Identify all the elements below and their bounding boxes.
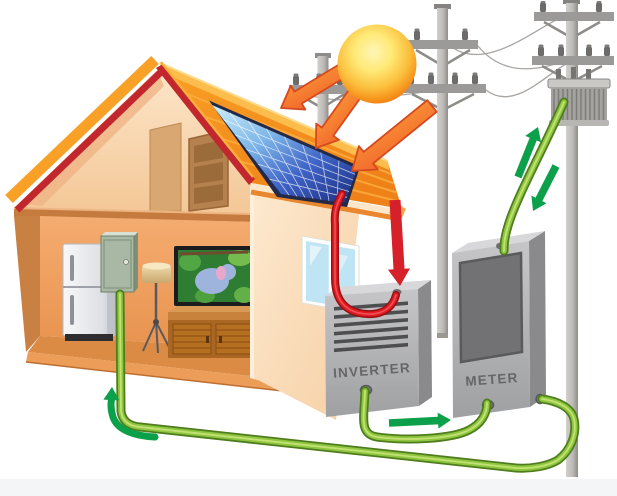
breaker-panel xyxy=(100,232,138,293)
ground-strip xyxy=(0,479,617,496)
fridge-handle xyxy=(70,295,74,325)
ac-cable-inverter-to-meter xyxy=(359,386,492,444)
inverter-side xyxy=(418,280,432,406)
floor-slab-edge xyxy=(26,352,292,392)
crossarm xyxy=(402,84,486,93)
cabinet-door xyxy=(172,323,212,355)
left-rake-red xyxy=(14,68,165,213)
inverter-label: INVERTER xyxy=(333,360,412,381)
attic-door xyxy=(188,129,229,212)
sunlight-arrow-3 xyxy=(351,99,438,172)
tv-picture xyxy=(179,250,254,303)
ac-cables xyxy=(115,97,580,473)
ac-cable-meter-to-house xyxy=(115,289,580,473)
flow-arrow-to-grid xyxy=(514,127,542,179)
flow-arrow-into-house xyxy=(103,387,159,441)
eave-underside xyxy=(250,189,402,222)
lamp-shade xyxy=(142,265,171,283)
flow-arrow-inverter-to-meter xyxy=(388,412,451,429)
left-rake-orange xyxy=(5,56,159,203)
energy-flow-arrows xyxy=(103,127,560,441)
sunlight-arrow-2 xyxy=(315,87,363,149)
dc-flow-arrow-down xyxy=(388,199,410,286)
ac-cable-meter-to-grid xyxy=(499,97,569,256)
sunlight-arrows xyxy=(280,59,438,172)
attic-partition-wall xyxy=(149,122,182,213)
front-rake-trim xyxy=(156,64,255,185)
meter-side xyxy=(529,231,546,407)
crossarm xyxy=(532,56,614,65)
living-room xyxy=(14,216,293,393)
panel-knob xyxy=(123,259,129,265)
meter-top xyxy=(452,231,545,253)
insulators xyxy=(408,28,478,84)
inverter: INVERTER xyxy=(325,280,432,417)
crossarm xyxy=(408,40,478,49)
dc-cable-red xyxy=(330,190,400,319)
fridge-handle xyxy=(70,255,74,281)
floor-lamp xyxy=(142,262,171,354)
insulators xyxy=(538,1,610,56)
left-wall-wedge xyxy=(14,216,40,352)
utility-pole-right xyxy=(532,0,614,477)
ceiling-edge xyxy=(14,208,252,222)
inverter-top xyxy=(325,280,431,296)
meter-screen xyxy=(458,251,524,364)
sun xyxy=(337,24,417,104)
meter-label: METER xyxy=(465,370,519,389)
television xyxy=(174,246,254,306)
cabinet-door xyxy=(215,323,255,355)
flow-arrow-from-grid xyxy=(531,164,560,211)
crossarm xyxy=(534,12,614,21)
meter: METER xyxy=(452,231,546,418)
